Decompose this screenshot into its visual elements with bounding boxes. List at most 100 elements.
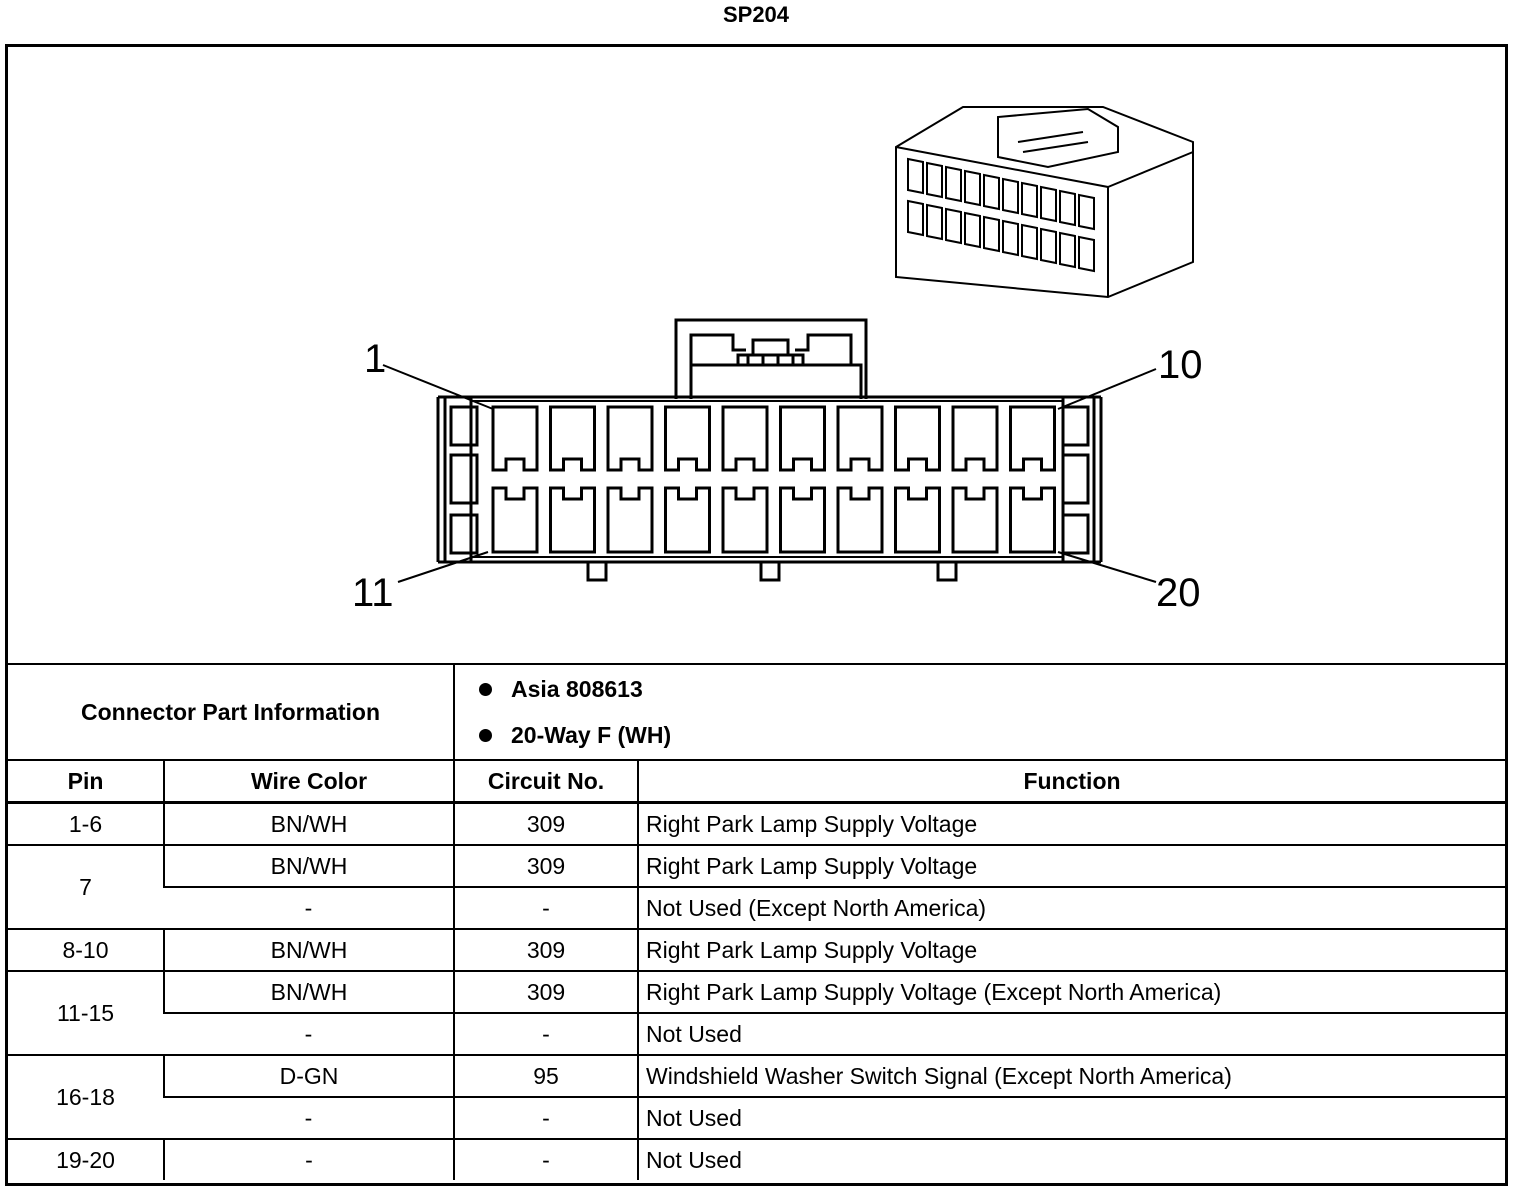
- function-cell: Not Used: [637, 1138, 1505, 1180]
- iso-pin-cavity: [1021, 181, 1038, 219]
- pin-cavity: [951, 486, 999, 554]
- pin-cavity: [894, 405, 941, 472]
- iso-pin-cavity: [926, 161, 943, 199]
- iso-pin-cavity: [983, 215, 1000, 253]
- table-row: 19-20 - - Not Used: [8, 1138, 1505, 1180]
- pin-leader-lines: [382, 364, 1157, 583]
- pin-cell: 7: [8, 844, 164, 929]
- connector-part-item: 20-Way F (WH): [479, 712, 1505, 758]
- wire-color-cell: -: [164, 886, 455, 929]
- connector-part-info-list: Asia 808613 20-Way F (WH): [453, 663, 1505, 760]
- wire-color-cell: -: [164, 1096, 455, 1139]
- iso-pin-cavity: [1059, 231, 1076, 269]
- function-cell: Not Used: [637, 1096, 1505, 1139]
- table-row: 11-15 BN/WH 309 Right Park Lamp Supply V…: [8, 970, 1505, 1055]
- pin-cavity: [1009, 486, 1056, 554]
- wire-color-cell: D-GN: [162, 1054, 455, 1097]
- pin-label-11: 11: [352, 571, 394, 615]
- circuit-cell: 309: [453, 970, 639, 1013]
- pin-cavity: [951, 405, 999, 472]
- header-circuit-no: Circuit No.: [453, 759, 639, 804]
- pin-cavity: [779, 486, 826, 554]
- function-cell: Not Used (Except North America): [637, 886, 1505, 929]
- pin-label-20: 20: [1156, 571, 1201, 615]
- connector-part-item: Asia 808613: [479, 666, 1505, 712]
- table-header-row: Pin Wire Color Circuit No. Function: [8, 759, 1505, 804]
- circuit-cell: 309: [453, 801, 639, 845]
- iso-pin-cavity: [907, 199, 924, 237]
- table-row: 8-10 BN/WH 309 Right Park Lamp Supply Vo…: [8, 928, 1505, 971]
- table-row: 7 BN/WH 309 Right Park Lamp Supply Volta…: [8, 844, 1505, 929]
- pin-cavity: [606, 405, 654, 472]
- connector-part-number: Asia 808613: [511, 676, 643, 702]
- pin-cell: 19-20: [8, 1138, 164, 1180]
- iso-pin-cavity: [1021, 223, 1038, 261]
- iso-pin-cavity: [964, 211, 981, 249]
- circuit-cell: -: [453, 1096, 639, 1139]
- pin-cavity: [1009, 405, 1056, 472]
- table-row: 1-6 BN/WH 309 Right Park Lamp Supply Vol…: [8, 801, 1505, 845]
- circuit-cell: 309: [453, 844, 639, 887]
- pin-cavity: [549, 405, 596, 472]
- iso-pin-cavity: [1040, 227, 1057, 265]
- function-cell: Right Park Lamp Supply Voltage: [637, 928, 1505, 971]
- pin-label-1: 1: [364, 337, 387, 381]
- table-row: - - Not Used: [8, 1096, 1505, 1139]
- table-row: - - Not Used: [8, 1012, 1505, 1055]
- connector-face-drawing: [382, 106, 1194, 583]
- iso-pin-cavity: [983, 173, 1000, 211]
- connector-diagram: 1 10 11 20: [8, 47, 1505, 663]
- iso-pin-cavity: [1002, 219, 1019, 257]
- table-row: - - Not Used (Except North America): [8, 886, 1505, 929]
- pin-cavity: [836, 405, 884, 472]
- pin-cavity: [836, 486, 884, 554]
- circuit-cell: -: [453, 886, 639, 929]
- header-pin: Pin: [8, 759, 164, 804]
- bullet-icon: [479, 682, 493, 696]
- iso-pin-cavity: [945, 207, 962, 245]
- header-wire-color: Wire Color: [162, 759, 455, 804]
- circuit-cell: 95: [453, 1054, 639, 1097]
- pin-cell: 11-15: [8, 970, 164, 1055]
- pin-cavity: [549, 486, 596, 554]
- iso-pin-cavity: [964, 169, 981, 207]
- connector-body: [436, 395, 1103, 582]
- wire-color-cell: -: [162, 1138, 455, 1180]
- connector-part-info-row: Connector Part Information Asia 808613 2…: [8, 663, 1505, 760]
- iso-pin-cavity: [907, 157, 924, 195]
- pin-cavity: [606, 486, 654, 554]
- circuit-cell: -: [453, 1138, 639, 1180]
- wire-color-cell: -: [164, 1012, 455, 1055]
- pin-cavity: [664, 405, 711, 472]
- iso-pin-cavity: [1078, 193, 1095, 231]
- pin-cavity: [491, 486, 539, 554]
- pin-cavity: [721, 486, 769, 554]
- pin-cavity: [491, 405, 539, 472]
- function-cell: Right Park Lamp Supply Voltage (Except N…: [637, 970, 1505, 1013]
- table-row: 16-18 D-GN 95 Windshield Washer Switch S…: [8, 1054, 1505, 1139]
- wire-color-cell: BN/WH: [162, 844, 455, 887]
- wire-color-cell: BN/WH: [162, 928, 455, 971]
- iso-pin-cavity: [1078, 235, 1095, 273]
- connector-part-type: 20-Way F (WH): [511, 722, 672, 748]
- pin-cavity: [664, 486, 711, 554]
- header-function: Function: [637, 759, 1505, 804]
- pin-cell: 8-10: [8, 928, 164, 971]
- function-cell: Windshield Washer Switch Signal (Except …: [637, 1054, 1505, 1097]
- pin-cavity: [721, 405, 769, 472]
- connector-title: SP204: [722, 2, 790, 27]
- function-cell: Right Park Lamp Supply Voltage: [637, 801, 1505, 845]
- bullet-icon: [479, 728, 493, 742]
- iso-pin-cavity: [1059, 189, 1076, 227]
- connector-latch: [674, 318, 868, 399]
- circuit-cell: 309: [453, 928, 639, 971]
- wire-color-cell: BN/WH: [162, 801, 455, 845]
- iso-pin-cavity: [926, 203, 943, 241]
- wire-color-cell: BN/WH: [162, 970, 455, 1013]
- iso-pin-cavity: [1002, 177, 1019, 215]
- function-cell: Not Used: [637, 1012, 1505, 1055]
- pin-cell: 16-18: [8, 1054, 164, 1139]
- pin-cavity: [894, 486, 941, 554]
- connector-part-info-label: Connector Part Information: [8, 663, 455, 760]
- connector-frame: 1 10 11 20 Connector Part Information As…: [5, 44, 1508, 1186]
